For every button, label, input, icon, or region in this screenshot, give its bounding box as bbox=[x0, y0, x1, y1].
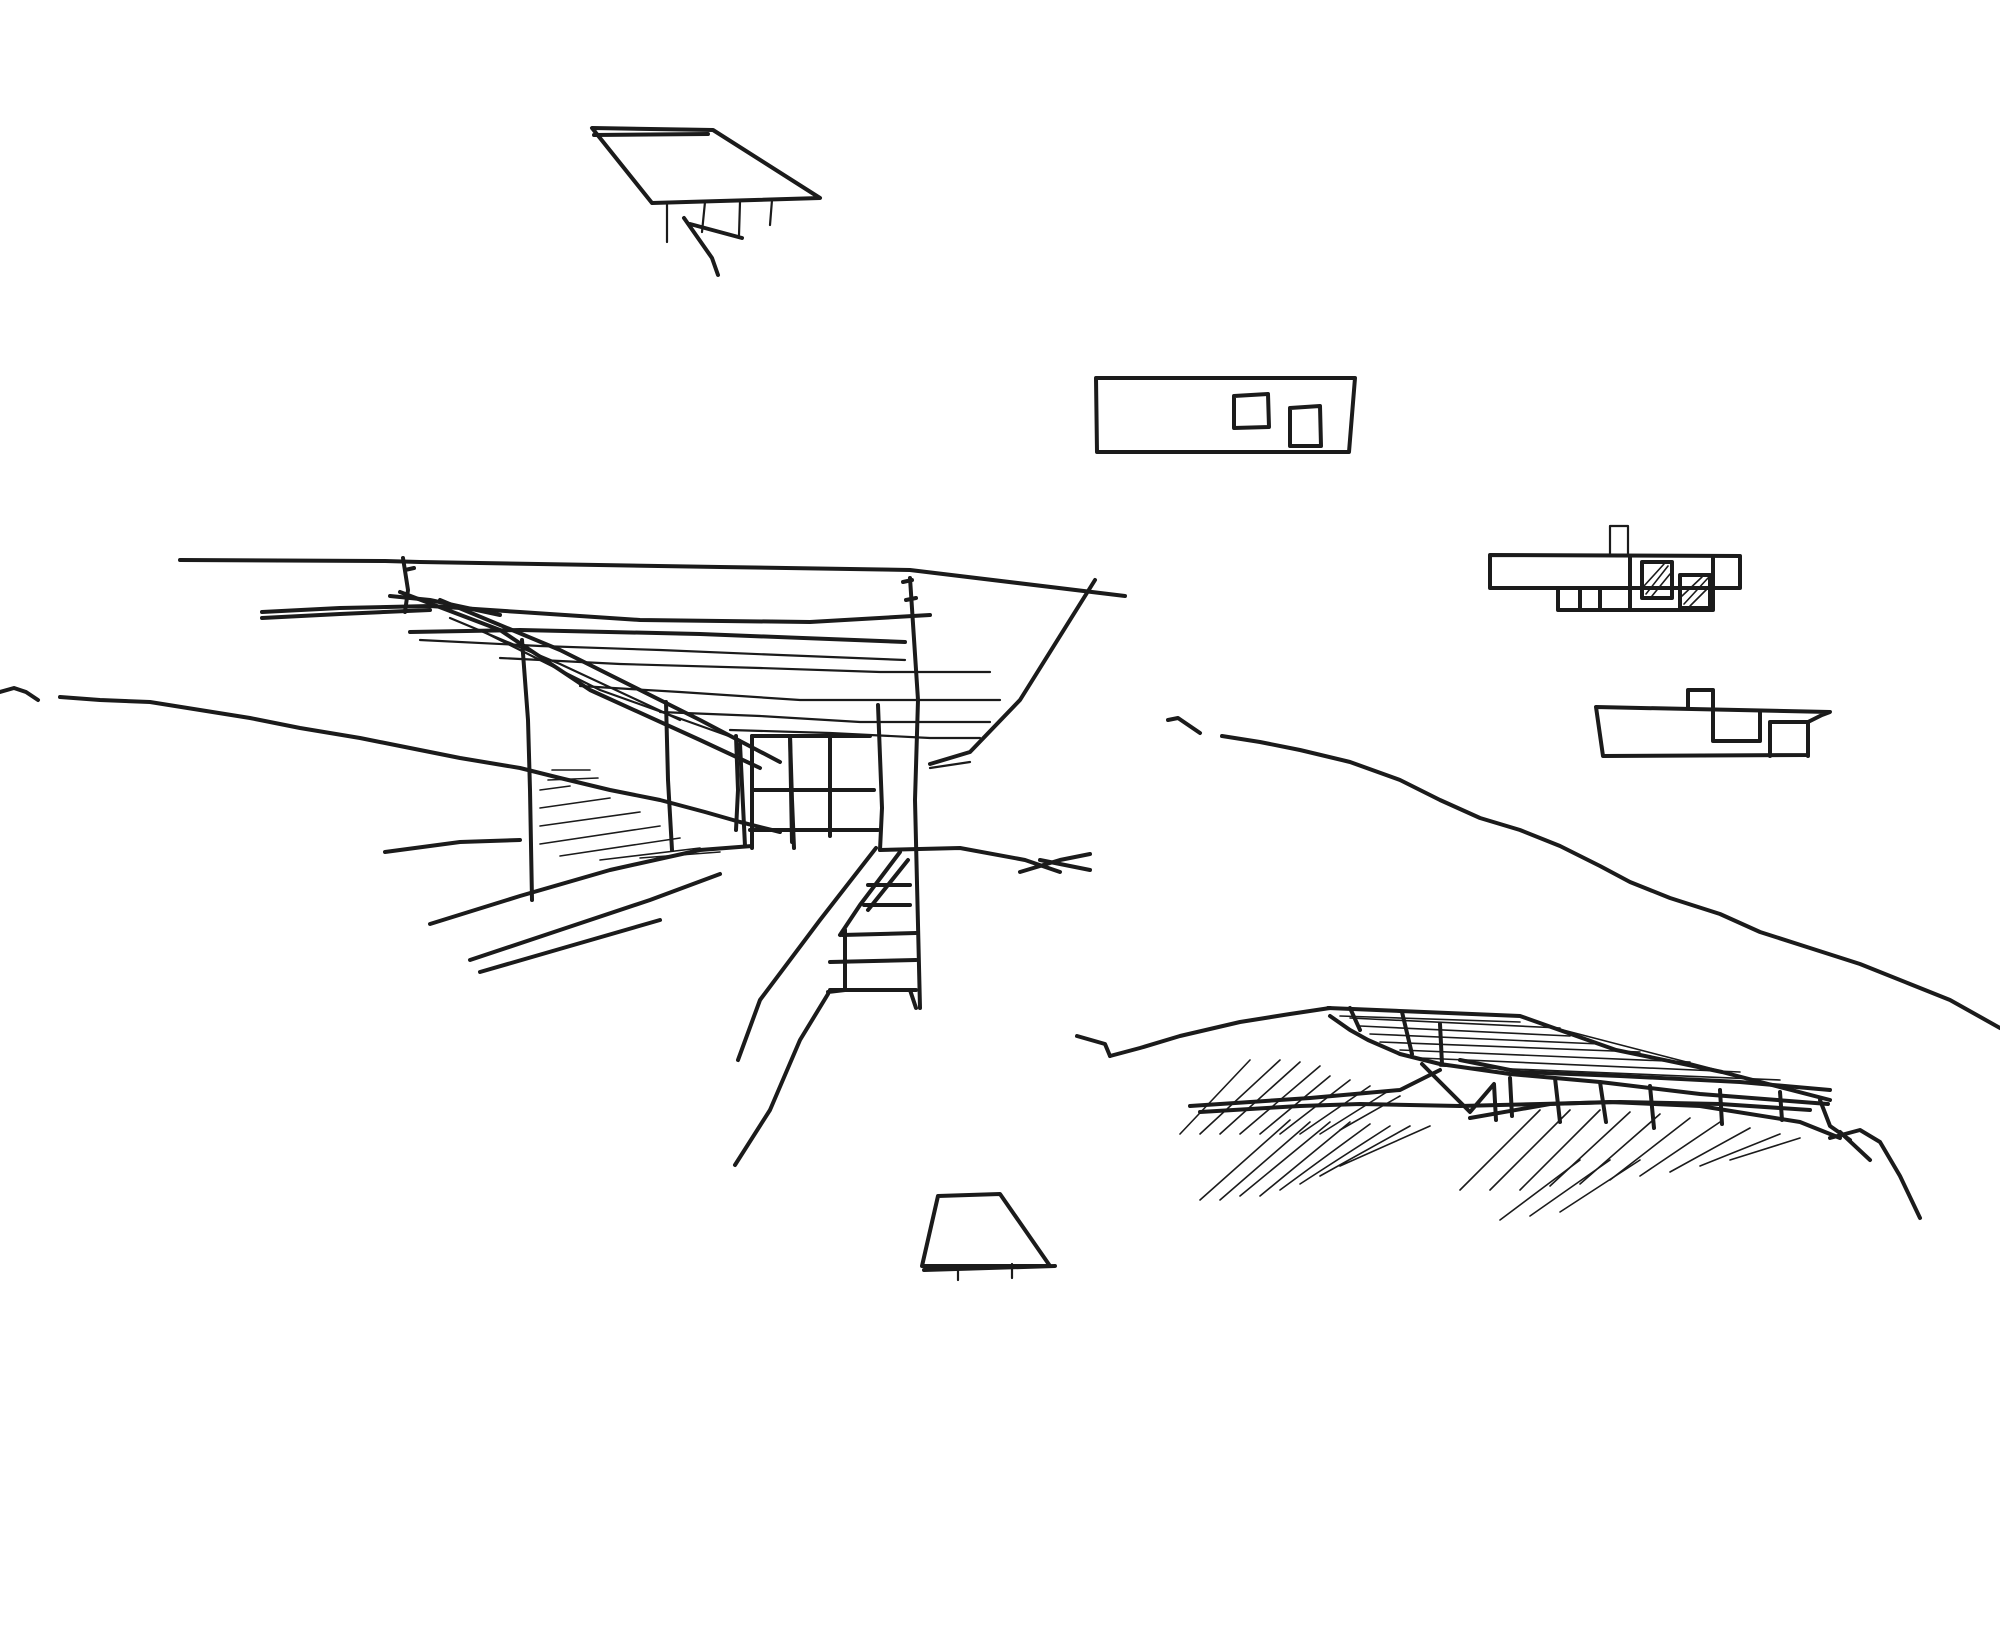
roof-terrace-on-slope bbox=[1075, 1006, 1922, 1221]
stepped-elevation-thumbnail-upper bbox=[1488, 524, 1742, 612]
trapezoid-section-thumbnail bbox=[920, 1192, 1057, 1282]
stepped-elevation-thumbnail-lower bbox=[1594, 688, 1832, 758]
roof-plan-thumbnail bbox=[590, 126, 822, 277]
elevation-box-thumbnail bbox=[1094, 376, 1357, 454]
hillside-profile bbox=[0, 686, 2000, 1030]
cantilevered-pavilion-perspective bbox=[178, 556, 1127, 1167]
